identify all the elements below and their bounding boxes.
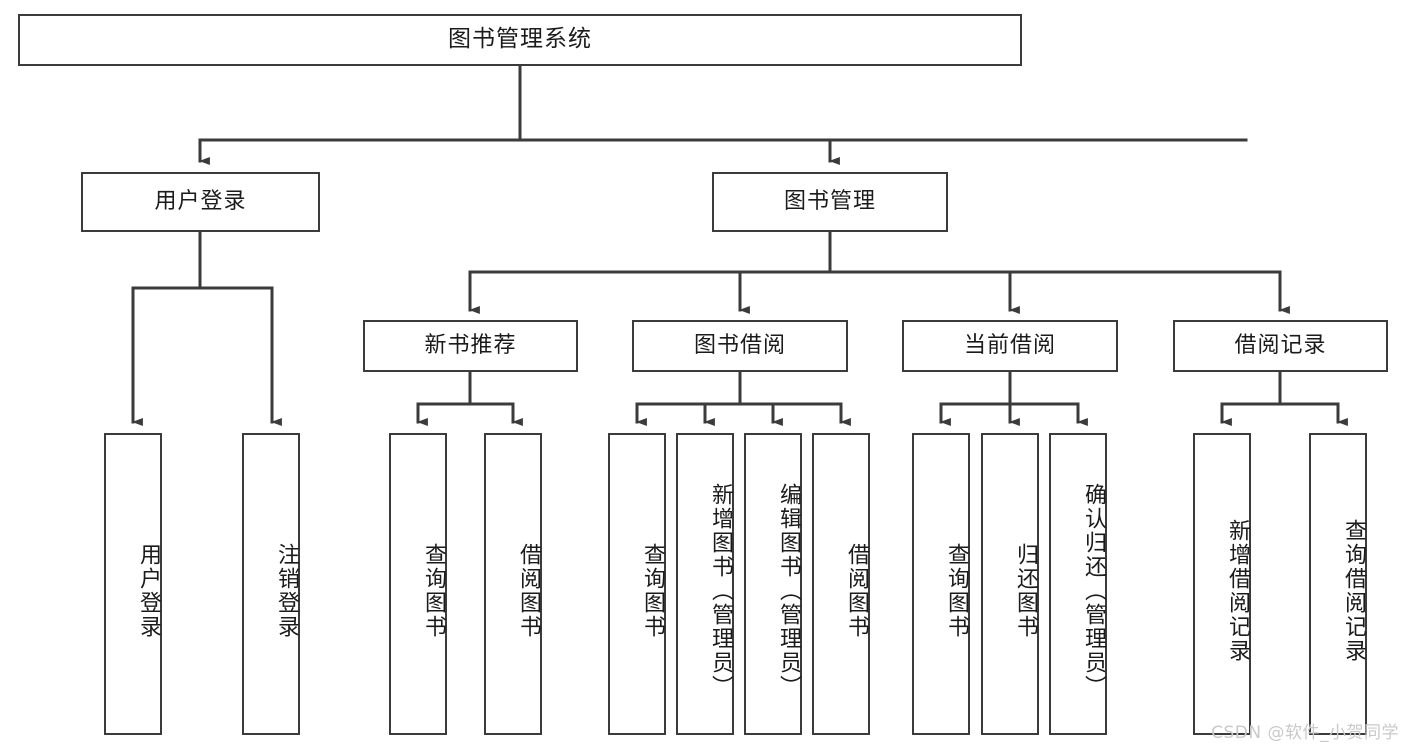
node-leaf-query-borrow-record[interactable]: 查询借阅记录 [1309, 433, 1367, 735]
node-leaf-query-book-recommend[interactable]: 查询图书 [389, 433, 447, 735]
node-book-borrow[interactable]: 图书借阅 [632, 320, 848, 372]
node-book-management[interactable]: 图书管理 [712, 172, 948, 232]
node-leaf-query-book-borrow[interactable]: 查询图书 [608, 433, 666, 735]
node-leaf-edit-book[interactable]: 编辑图书（管理员） [744, 433, 802, 735]
watermark-text: CSDN @软件_小贺同学 [1211, 723, 1399, 743]
node-borrow-record[interactable]: 借阅记录 [1173, 320, 1388, 372]
node-leaf-user-logout[interactable]: 注销登录 [242, 433, 300, 735]
node-leaf-user-login[interactable]: 用户登录 [104, 433, 162, 735]
node-leaf-add-borrow-record[interactable]: 新增借阅记录 [1193, 433, 1251, 735]
node-leaf-query-book-current[interactable]: 查询图书 [912, 433, 970, 735]
node-root-system[interactable]: 图书管理系统 [18, 14, 1022, 66]
node-leaf-confirm-return[interactable]: 确认归还（管理员） [1049, 433, 1107, 735]
node-current-borrow[interactable]: 当前借阅 [902, 320, 1118, 372]
node-leaf-borrow-book-recommend[interactable]: 借阅图书 [484, 433, 542, 735]
node-leaf-add-book[interactable]: 新增图书（管理员） [676, 433, 734, 735]
node-leaf-borrow-book[interactable]: 借阅图书 [812, 433, 870, 735]
node-user-login[interactable]: 用户登录 [81, 172, 320, 232]
node-leaf-return-book[interactable]: 归还图书 [981, 433, 1039, 735]
node-new-book-recommend[interactable]: 新书推荐 [363, 320, 578, 372]
